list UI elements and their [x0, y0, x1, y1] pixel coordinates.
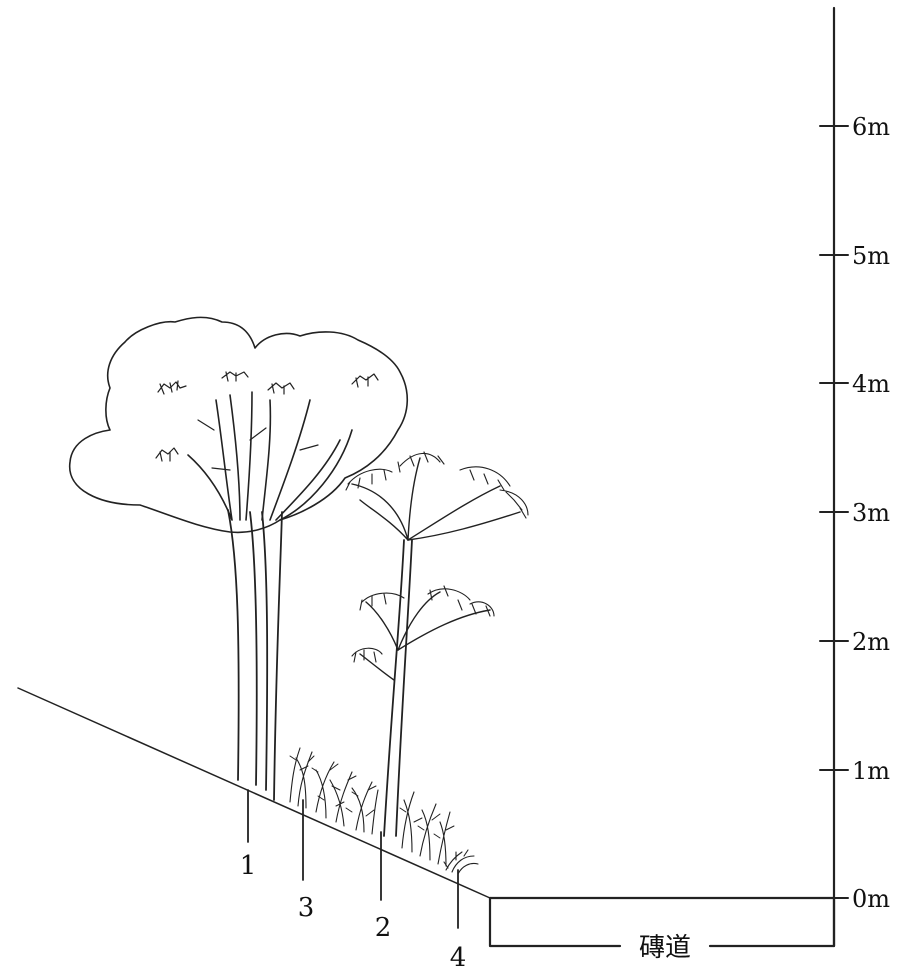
- height-scale: [820, 8, 848, 946]
- scale-label-2m: 2m: [852, 628, 890, 656]
- scale-label-6m: 6m: [852, 113, 890, 141]
- scale-label-1m: 1m: [852, 757, 890, 785]
- shrub-4-illustration: [400, 792, 478, 874]
- scale-label-4m: 4m: [852, 370, 890, 398]
- label-4: 4: [450, 943, 467, 973]
- palm-2-illustration: [346, 452, 528, 836]
- label-1: 1: [240, 851, 257, 881]
- tree-1-illustration: [70, 317, 408, 800]
- scale-label-0m: 0m: [852, 885, 890, 913]
- scale-label-5m: 5m: [852, 242, 890, 270]
- label-2: 2: [375, 913, 392, 943]
- path-label: 磚道: [639, 933, 691, 963]
- scale-label-3m: 3m: [852, 499, 890, 527]
- label-3: 3: [298, 893, 315, 923]
